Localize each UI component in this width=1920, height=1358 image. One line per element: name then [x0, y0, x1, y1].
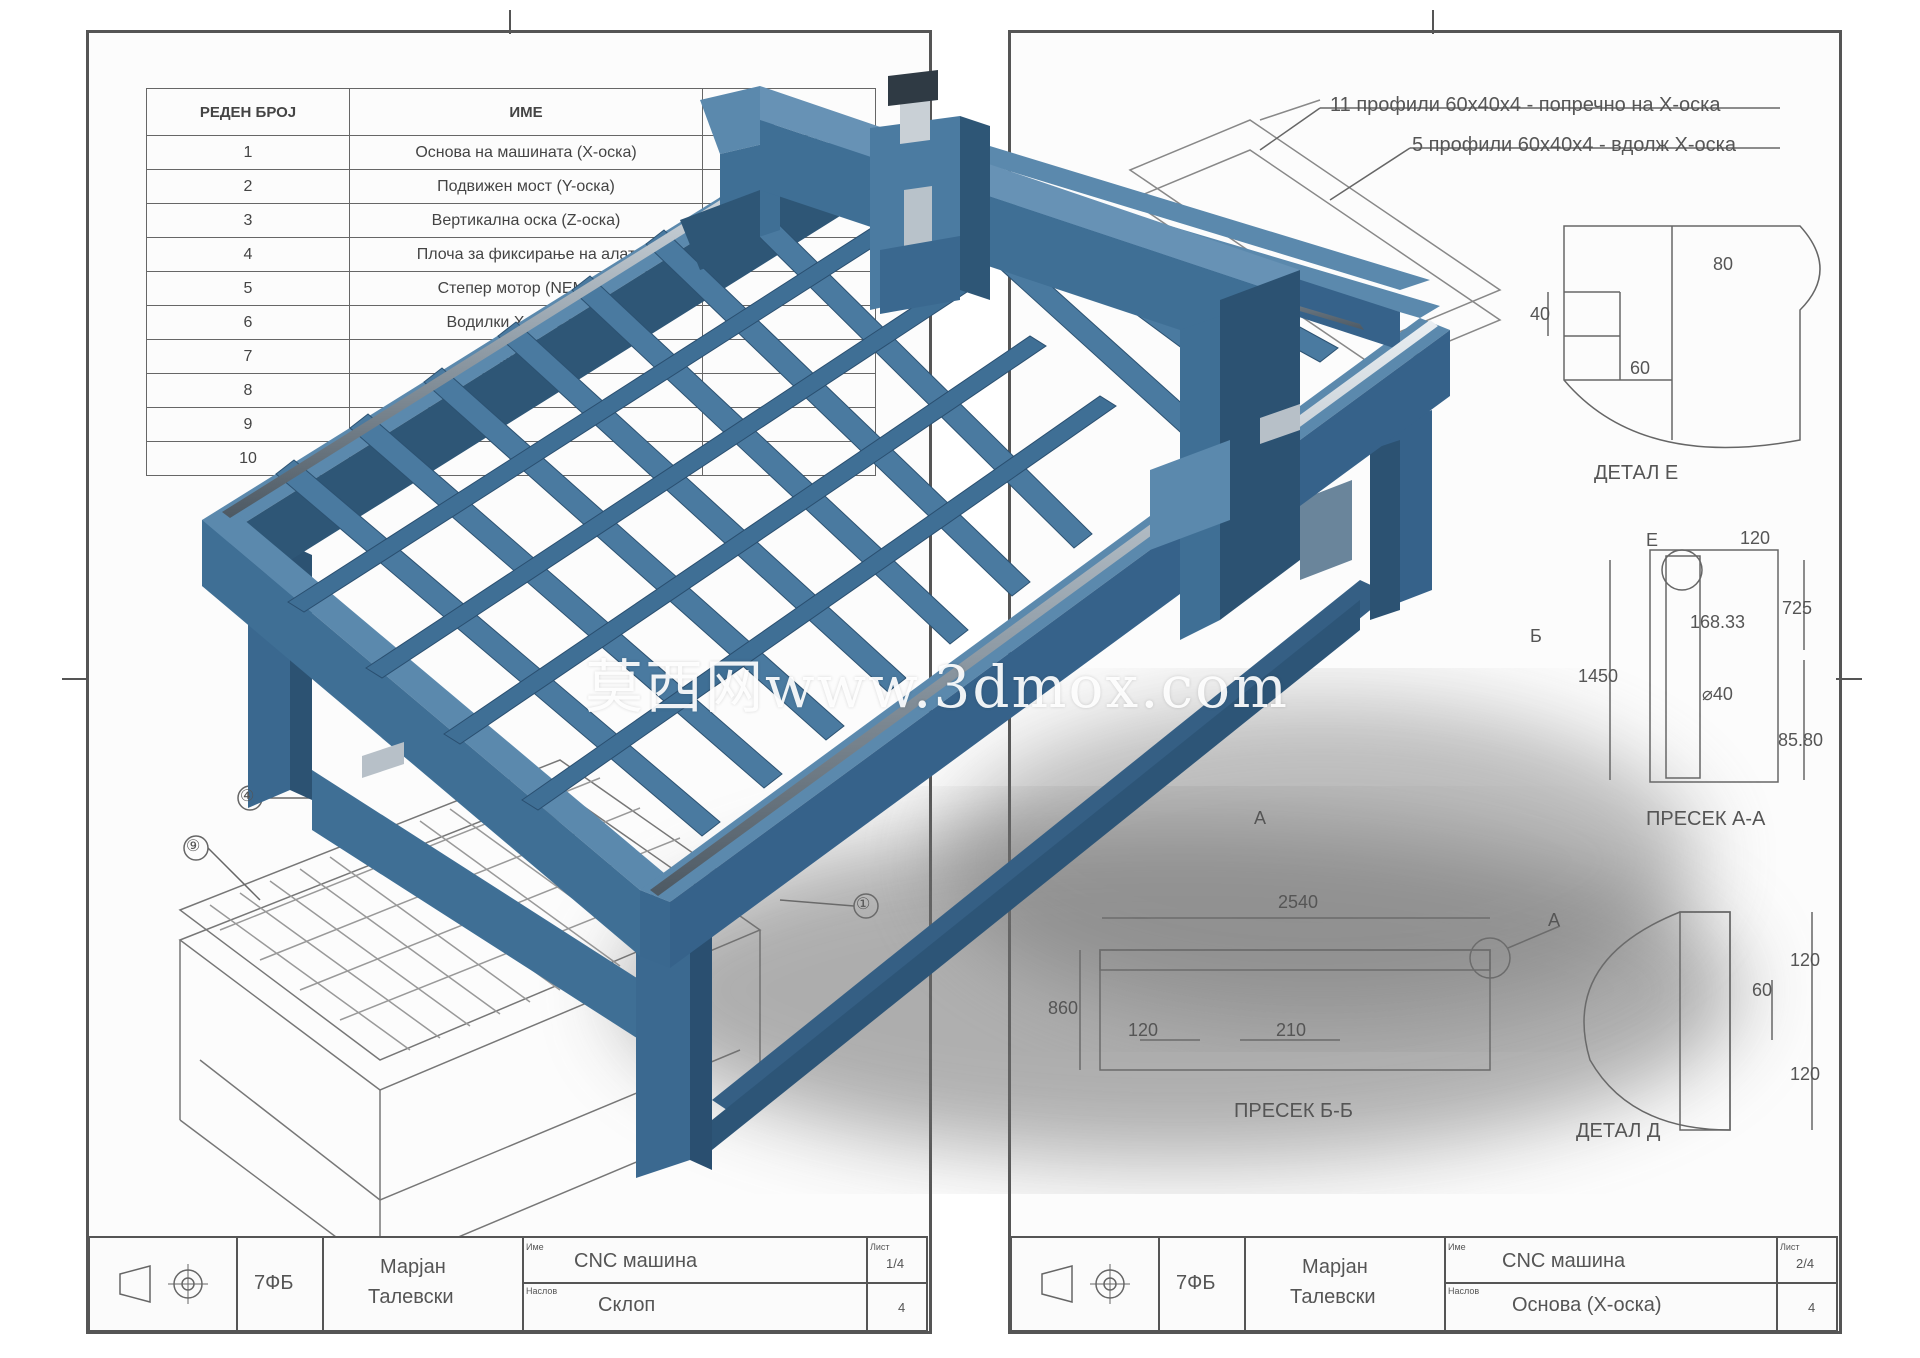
projection-symbol-cell — [1012, 1238, 1160, 1330]
logo-cell — [236, 1238, 324, 1330]
dim-2540: 2540 — [1278, 892, 1319, 912]
projection-symbol-cell — [90, 1238, 238, 1330]
profiles-along-annotation: 5 профили 60x40x4 - вдолж X-оска — [1412, 134, 1736, 156]
row-number: 3 — [146, 203, 350, 238]
profiles-cross-annotation: 11 профили 60x40x4 - попречно на X-оска — [1330, 94, 1721, 116]
sheet-title: Основа (X-оска) — [1512, 1294, 1662, 1316]
logo-text: 7ФБ — [1176, 1272, 1216, 1294]
dim-120-c: 120 — [1790, 1064, 1821, 1084]
marker-detail-d: А — [1548, 910, 1561, 930]
dim-860: 860 — [1048, 998, 1079, 1018]
dim-60: 60 — [1630, 358, 1651, 378]
author-last-name: Талевски — [368, 1286, 454, 1308]
column-header: РЕДЕН БРОЈ — [146, 88, 350, 136]
author-cell — [322, 1238, 524, 1330]
callout-9: ⑨ — [186, 838, 201, 855]
drawing-name: CNC машина — [1502, 1250, 1626, 1272]
title-block-right: 7ФБ Марјан Талевски Име CNC машина Насло… — [1010, 1236, 1838, 1332]
name-label: Име — [526, 1242, 544, 1252]
center-mark — [509, 10, 511, 34]
page-number: 2/4 — [1796, 1256, 1815, 1271]
cnc-frame-render — [202, 70, 1450, 1178]
page-number: 1/4 — [886, 1256, 905, 1271]
scale-value: 4 — [1808, 1300, 1816, 1315]
sheet-title: Склоп — [598, 1294, 656, 1316]
marker-b: Б — [1530, 626, 1542, 646]
dim-120-a: 120 — [1790, 950, 1821, 970]
projection-symbol-icon — [1041, 1264, 1130, 1304]
logo-cell — [1158, 1238, 1246, 1330]
dim-120-left: 120 — [1128, 1020, 1159, 1040]
row-number: 2 — [146, 169, 350, 204]
annotation-leaders — [1259, 107, 1780, 201]
dim-1450: 1450 — [1578, 666, 1619, 686]
logo-text: 7ФБ — [254, 1272, 294, 1294]
row-number: 4 — [146, 237, 350, 272]
watermark-text: 莫西网www.3dmox.com — [585, 653, 1289, 721]
view-label-section-aa: ПРЕСЕК А-А — [1646, 808, 1766, 830]
author-last-name: Талевски — [1290, 1286, 1376, 1308]
sheet-label: Наслов — [1448, 1286, 1480, 1296]
dim-85-80: 85.80 — [1778, 730, 1824, 750]
view-label-section-bb: ПРЕСЕК Б-Б — [1234, 1100, 1353, 1122]
row-name: Подвижен мост (Y-оска) — [349, 169, 703, 204]
marker-a: А — [1254, 808, 1267, 828]
dim-40: 40 — [1530, 304, 1551, 324]
dim-120-top: 120 — [1740, 528, 1771, 548]
column-header: ИМЕ — [349, 88, 703, 136]
row-number: 6 — [146, 305, 350, 340]
view-label-detail-e: ДЕТАЛ Е — [1594, 462, 1679, 484]
center-mark — [62, 678, 88, 680]
dim-60-b: 60 — [1752, 980, 1773, 1000]
view-label-detail-d: ДЕТАЛ Д — [1576, 1120, 1661, 1142]
author-cell — [1244, 1238, 1446, 1330]
page-label: Лист — [1780, 1242, 1800, 1252]
dim-80: 80 — [1713, 254, 1734, 274]
projection-symbol-icon — [119, 1264, 208, 1304]
dim-725: 725 — [1782, 598, 1813, 618]
sheet-label: Наслов — [526, 1286, 558, 1296]
callout-1: ① — [856, 896, 871, 913]
section-aa-drawing — [1609, 549, 1805, 783]
row-number: 7 — [146, 339, 350, 374]
center-mark — [1432, 10, 1434, 34]
name-label: Име — [1448, 1242, 1466, 1252]
page-label: Лист — [870, 1242, 890, 1252]
row-name: Вертикална оска (Z-оска) — [349, 203, 703, 238]
dim-210: 210 — [1276, 1020, 1307, 1040]
marker-e: Е — [1646, 530, 1659, 550]
center-mark — [1836, 678, 1862, 680]
detail-e-drawing — [1547, 225, 1821, 449]
title-block-left: 7ФБ Марјан Талевски Име CNC машина Насло… — [88, 1236, 928, 1332]
dim-168-33: 168.33 — [1690, 612, 1746, 632]
dim-diameter-40: ⌀40 — [1702, 684, 1733, 704]
author-first-name: Марјан — [380, 1256, 446, 1278]
scale-value: 4 — [898, 1300, 906, 1315]
callout-4: ④ — [240, 788, 255, 805]
drawing-name: CNC машина — [574, 1250, 698, 1272]
author-first-name: Марјан — [1302, 1256, 1368, 1278]
